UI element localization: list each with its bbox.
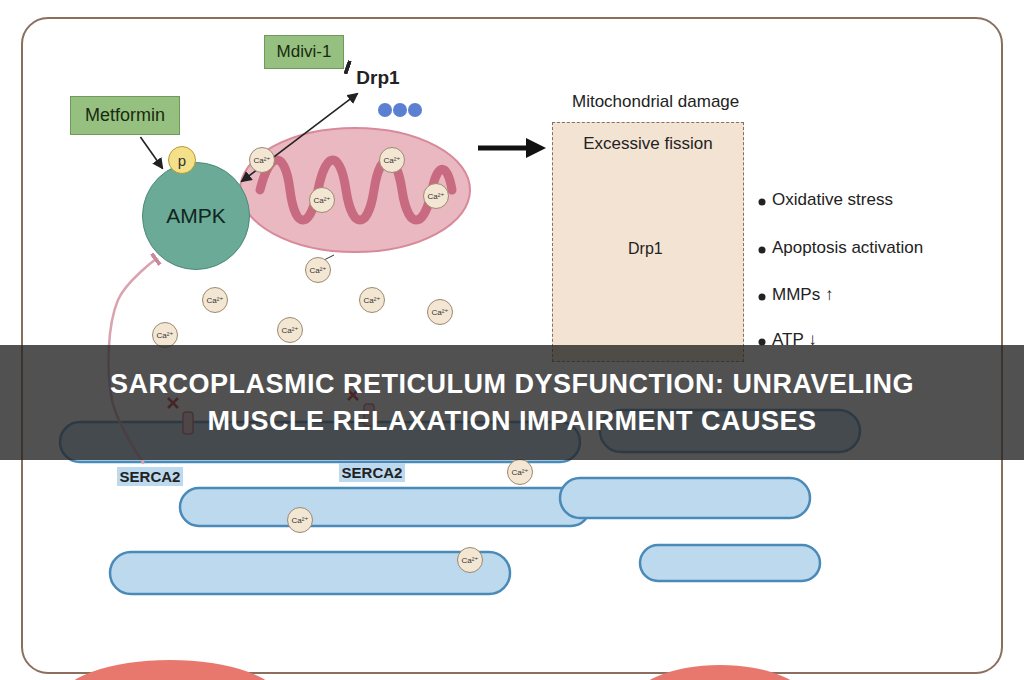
ampk-circle: AMPK	[142, 162, 250, 270]
bullet-dot	[759, 199, 766, 346]
effect-text: MMPs ↑	[772, 285, 833, 305]
drp1-bead	[378, 103, 422, 117]
node-text: Metformin	[85, 105, 165, 126]
calcium-ion: Ca²⁺	[427, 299, 453, 325]
calcium-ion: Ca²⁺	[379, 147, 405, 173]
red-cell	[60, 660, 280, 680]
box-text: Excessive fission	[552, 134, 744, 154]
title-banner: SARCOPLASMIC RETICULUM DYSFUNCTION: UNRA…	[0, 345, 1024, 460]
flow-arrow	[478, 146, 536, 151]
calcium-ion: Ca²⁺	[287, 507, 313, 533]
node-text: Mdivi-1	[277, 42, 332, 62]
pump-label: SERCA2	[117, 467, 184, 486]
calcium-ion: Ca²⁺	[249, 147, 275, 173]
phospho-circle: p	[168, 146, 196, 174]
connector-arrow	[140, 137, 162, 169]
calcium-ion: Ca²⁺	[277, 317, 303, 343]
calcium-ion: Ca²⁺	[305, 257, 331, 283]
protein-label: Drp1	[628, 240, 663, 258]
mitochondrion	[240, 128, 470, 252]
calcium-ion: Ca²⁺	[507, 459, 533, 485]
node-text: p	[178, 152, 186, 169]
protein-label: Drp1	[352, 65, 403, 91]
box-heading: Mitochondrial damage	[552, 92, 744, 112]
calcium-ion: Ca²⁺	[423, 183, 449, 209]
node-text: AMPK	[166, 204, 226, 228]
drug-box: Mdivi-1	[264, 35, 345, 69]
red-cell	[630, 665, 810, 680]
node-text: Drp1	[356, 67, 399, 89]
node-text: SERCA2	[120, 468, 181, 485]
connector-arrow	[241, 93, 357, 181]
calcium-ion: Ca²⁺	[309, 187, 335, 213]
node-text: SERCA2	[342, 464, 403, 481]
pump-label: SERCA2	[339, 463, 406, 482]
drug-box: Metformin	[70, 96, 180, 135]
damage-box: Mitochondrial damageExcessive fission	[552, 92, 744, 362]
effect-text: Apoptosis activation	[772, 238, 923, 258]
title-text: SARCOPLASMIC RETICULUM DYSFUNCTION: UNRA…	[70, 366, 954, 439]
connector-arrow	[347, 66, 348, 68]
calcium-ion: Ca²⁺	[359, 287, 385, 313]
calcium-ion: Ca²⁺	[457, 547, 483, 573]
calcium-ion: Ca²⁺	[202, 287, 228, 313]
effect-text: Oxidative stress	[772, 190, 893, 210]
